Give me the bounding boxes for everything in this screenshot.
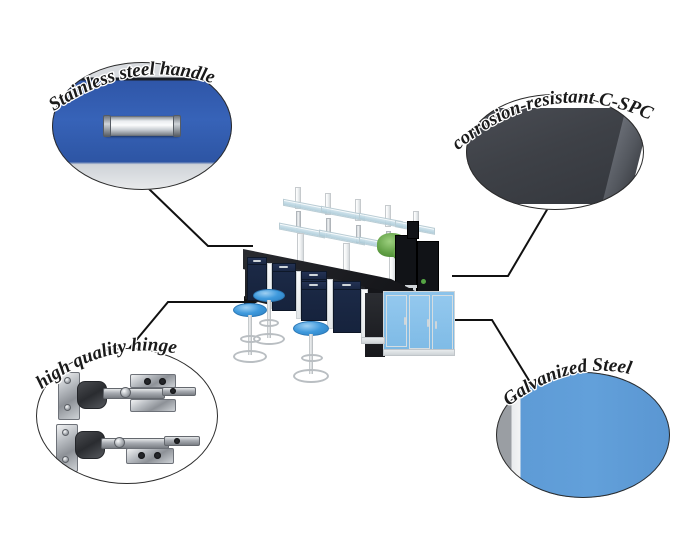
shelf-upright xyxy=(325,193,331,215)
cabinet-handle xyxy=(342,284,351,286)
cabinet-handle xyxy=(427,319,429,327)
cabinet-handle xyxy=(435,321,437,329)
glassware-pegboard xyxy=(395,235,417,291)
hinge-cross-plate xyxy=(126,448,174,464)
galvanized-steel-panel xyxy=(496,372,670,498)
hinge-arm-tip xyxy=(162,387,196,396)
cspc-panel-face xyxy=(466,108,632,204)
hinge-adjust-screw xyxy=(114,437,125,448)
blue-cabinet-door xyxy=(409,295,430,349)
hinge-upper xyxy=(58,370,204,422)
cabinet-divider-panel xyxy=(327,279,333,329)
blue-cabinet-left-return xyxy=(365,293,385,357)
lab-stool xyxy=(231,303,273,369)
hinge-arm-tip xyxy=(164,436,200,446)
leader-line-handle xyxy=(147,187,253,247)
stool-base-ring xyxy=(293,369,329,383)
hinge-screw xyxy=(62,429,69,436)
cabinet-handle xyxy=(309,284,318,286)
stool-footrest-ring xyxy=(240,335,261,343)
cabinet-plinth xyxy=(383,349,455,356)
blue-cabinet-door xyxy=(386,295,407,347)
product-lab-island-bench xyxy=(233,185,455,383)
callout-corrosion-resistant-cspc xyxy=(466,94,644,210)
cabinet-handle xyxy=(279,266,288,268)
hinge-arm xyxy=(103,388,165,399)
handle-detail-image xyxy=(52,62,232,190)
lab-stool xyxy=(291,321,335,389)
galvanized-steel-detail-image xyxy=(496,372,670,498)
hinge-hole xyxy=(159,378,166,385)
shelf-upright xyxy=(355,199,361,221)
cabinet-handle xyxy=(404,317,406,325)
stool-footrest-ring xyxy=(259,319,279,327)
hinge-screw xyxy=(64,377,71,384)
glassware-pegboard xyxy=(417,241,439,293)
hinge-lower xyxy=(56,422,206,474)
hinge-screw xyxy=(64,404,71,411)
cabinet-handle xyxy=(253,260,261,262)
reagent-shelf xyxy=(243,185,455,285)
faucet-spout xyxy=(405,285,417,288)
callout-high-quality-hinge xyxy=(36,348,218,484)
pegboard-riser xyxy=(407,221,419,239)
leader-line-cspc xyxy=(452,207,549,277)
hinge-hole xyxy=(174,438,180,444)
hinge-adjust-screw xyxy=(120,387,131,398)
hinge-screw xyxy=(62,456,69,463)
callout-stainless-steel-handle xyxy=(52,62,232,190)
callout-galvanized-steel xyxy=(496,372,670,498)
cabinet-divider-panel xyxy=(296,271,301,319)
hinge-hole xyxy=(138,452,145,459)
cspc-detail-image xyxy=(466,94,644,210)
stool-base-ring xyxy=(233,350,267,363)
hinge-hole xyxy=(144,378,151,385)
cabinet-handle xyxy=(309,274,318,276)
hinge-hole xyxy=(154,452,161,459)
pegboard-peg xyxy=(421,279,426,284)
stainless-steel-handle-icon xyxy=(103,115,181,137)
hinge-cross-plate xyxy=(130,374,176,388)
navy-cabinet-door xyxy=(333,285,361,333)
hinge-detail-image xyxy=(36,348,218,484)
cabinet-plinth xyxy=(361,337,385,344)
hinge-cross-plate xyxy=(130,399,176,412)
hinge-hole xyxy=(170,388,176,394)
lab-stool xyxy=(251,289,291,353)
stool-footrest-ring xyxy=(301,354,323,362)
shelf-upright xyxy=(385,205,391,227)
